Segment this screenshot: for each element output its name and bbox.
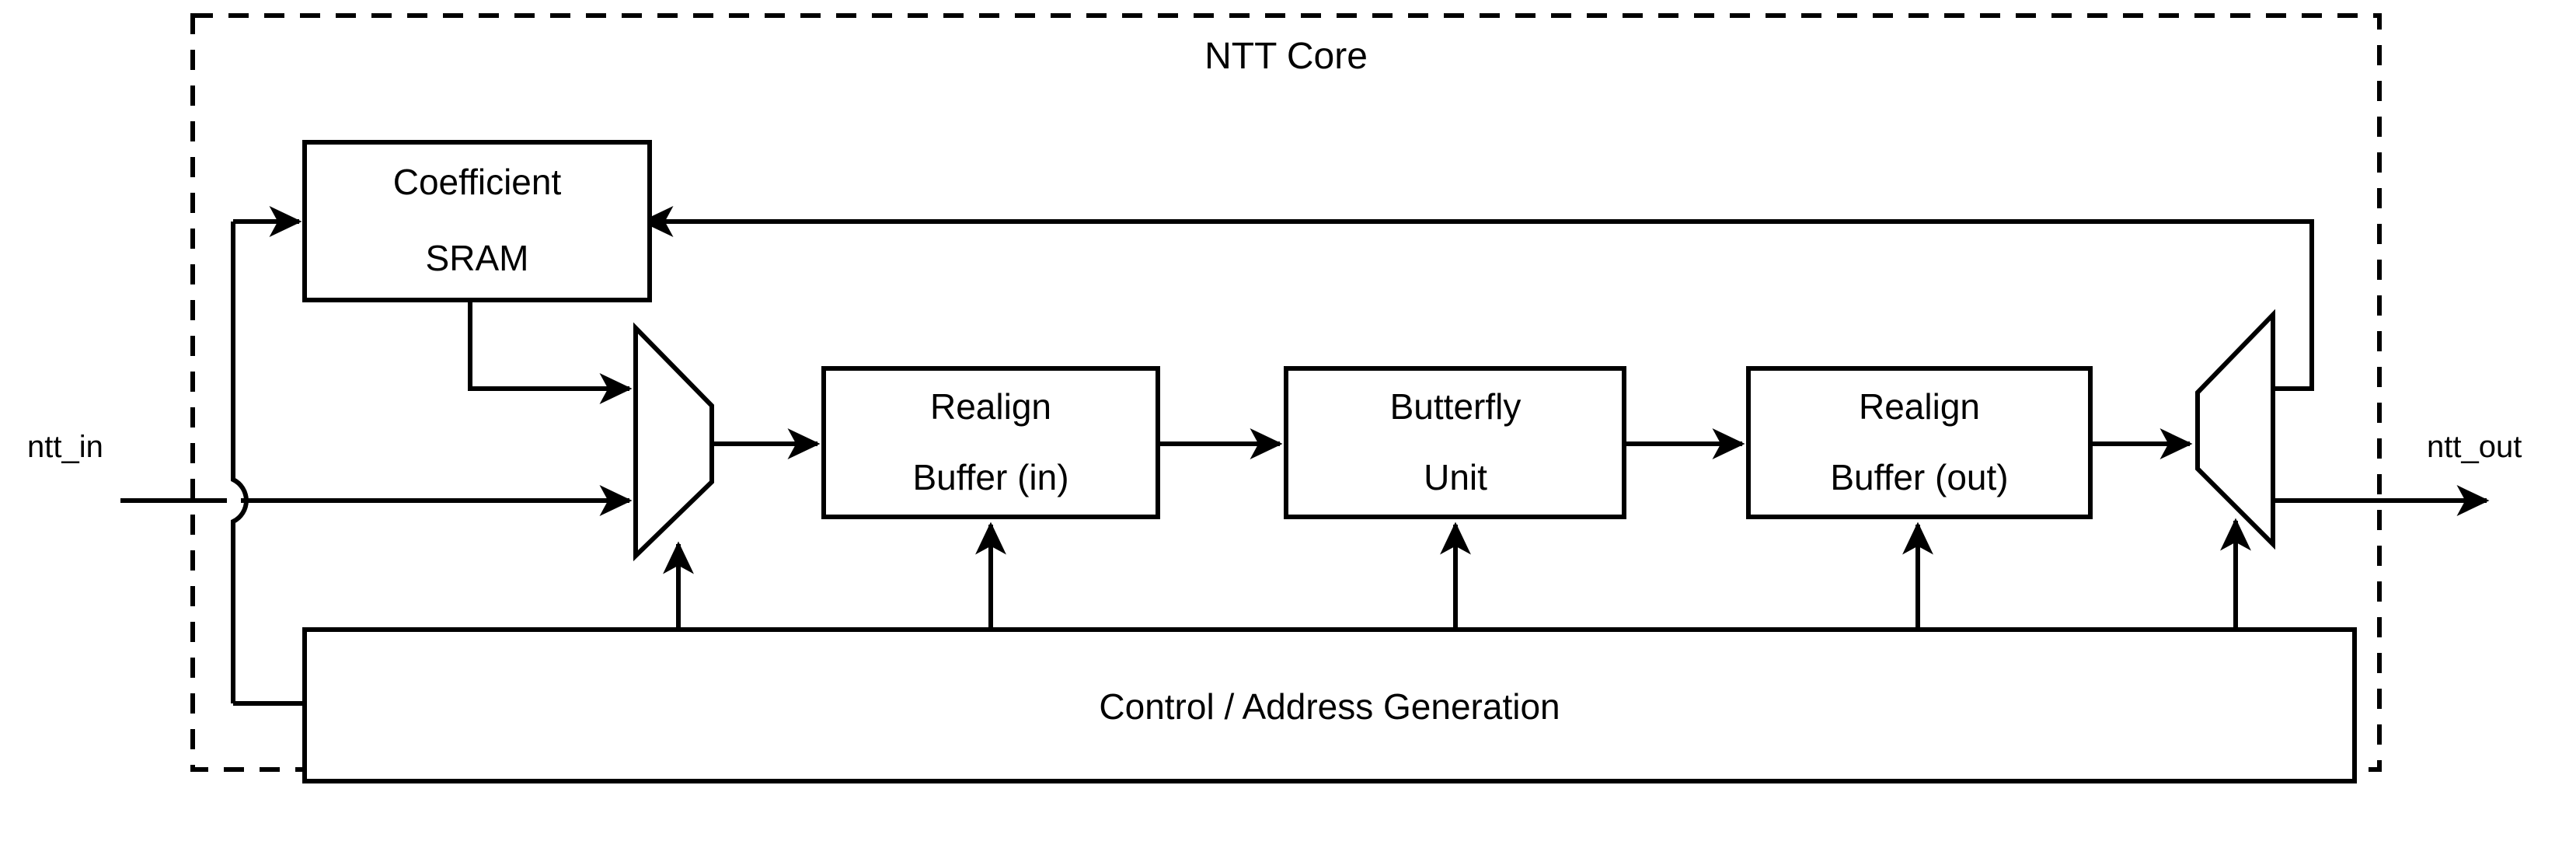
- coefficient-sram-label-line1: Coefficient: [393, 162, 562, 202]
- block-control-address-generation[interactable]: Control / Address Generation: [302, 627, 2357, 783]
- wire-crossover-hop: [231, 440, 249, 703]
- coefficient-sram-label-line2: SRAM: [426, 238, 529, 278]
- butterfly-unit-box[interactable]: [1284, 366, 1626, 519]
- block-coefficient-sram[interactable]: Coefficient SRAM: [302, 140, 652, 302]
- block-realign-buffer-out[interactable]: Realign Buffer (out): [1746, 366, 2093, 519]
- realign-buffer-out-box[interactable]: [1746, 366, 2093, 519]
- realign-buffer-in-box[interactable]: [821, 366, 1160, 519]
- input-mux[interactable]: [633, 322, 714, 562]
- ntt-in-label: ntt_in: [27, 430, 103, 464]
- input-mux-shape[interactable]: [633, 322, 714, 562]
- control-address-generation-box[interactable]: [302, 627, 2357, 783]
- realign-buffer-out-label-line1: Realign: [1859, 386, 1980, 427]
- ntt-out-label: ntt_out: [2427, 430, 2522, 464]
- wire-feedback-top-return: [653, 219, 2314, 391]
- butterfly-unit-label-line2: Unit: [1424, 457, 1487, 497]
- block-butterfly-unit[interactable]: Butterfly Unit: [1284, 366, 1626, 519]
- core-title: NTT Core: [1204, 36, 1368, 77]
- realign-buffer-out-label-line2: Buffer (out): [1830, 457, 2008, 497]
- block-realign-buffer-in[interactable]: Realign Buffer (in): [821, 366, 1160, 519]
- butterfly-unit-label-line1: Butterfly: [1390, 386, 1522, 427]
- wire-sram-to-mux: [468, 300, 633, 404]
- coefficient-sram-box[interactable]: [302, 140, 652, 302]
- output-mux-shape[interactable]: [2195, 309, 2275, 550]
- output-mux[interactable]: [2195, 309, 2275, 550]
- realign-buffer-in-label-line2: Buffer (in): [912, 457, 1068, 497]
- control-address-generation-label: Control / Address Generation: [1099, 686, 1560, 727]
- realign-buffer-in-label-line1: Realign: [930, 386, 1051, 427]
